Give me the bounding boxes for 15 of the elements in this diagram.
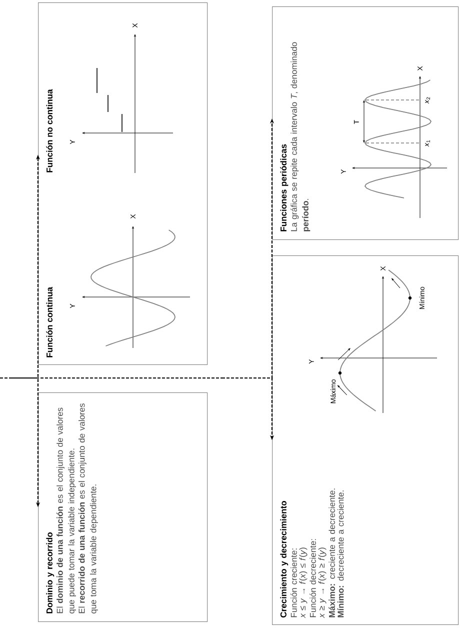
body-text: Máximo: creciente a decreciente. — [328, 488, 335, 618]
heading: Crecimiento y decrecimiento — [280, 501, 288, 618]
info-box — [38, 2, 208, 365]
body-text: Función creciente: — [290, 548, 297, 618]
body-text: La gráfica se repite cada intervalo T, denominado período. — [290, 42, 310, 232]
heading: Función no continua — [46, 89, 53, 172]
heading: Funciones periódicas — [280, 144, 288, 232]
info-box — [272, 255, 459, 625]
connector — [0, 377, 222, 379]
heading: Función continua — [46, 286, 53, 358]
info-box — [272, 6, 459, 240]
body-text: Función decreciente: — [310, 539, 316, 618]
info-box — [38, 392, 208, 622]
heading: Dominio y recorrido — [46, 532, 54, 614]
body-text: Mínimo: decreciente a creciente. — [337, 490, 344, 618]
